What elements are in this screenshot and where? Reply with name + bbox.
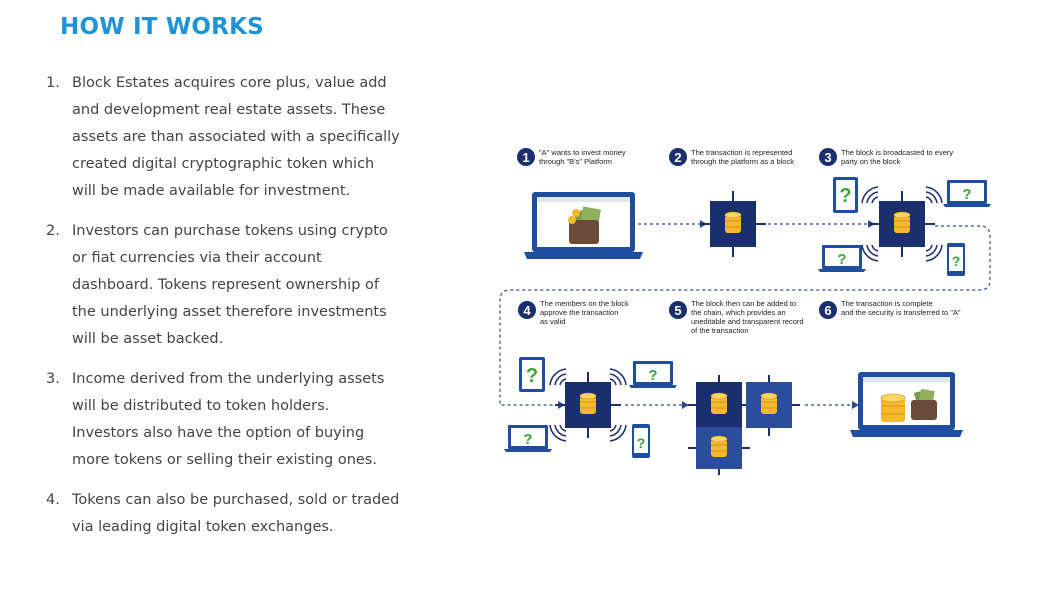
svg-text:6: 6: [824, 303, 831, 318]
approve-block-icon: [555, 372, 621, 438]
tablet-icon: ?: [519, 357, 545, 392]
laptop-icon: ?: [629, 361, 677, 388]
list-item-text: Block Estates acquires core plus, value …: [72, 75, 400, 199]
list-item-text: Investors can purchase tokens using cryp…: [72, 223, 388, 347]
list-item: 4. Tokens can also be purchased, sold or …: [0, 487, 400, 541]
svg-text:?: ?: [523, 431, 532, 448]
broadcast-block-icon: [869, 191, 935, 257]
tablet-icon: ?: [833, 177, 858, 213]
list-item: 1. Block Estates acquires core plus, valu…: [0, 70, 400, 205]
page-title: HOW IT WORKS: [60, 14, 264, 40]
svg-text:3: 3: [824, 150, 831, 165]
svg-text:2: 2: [674, 150, 681, 165]
list-item-number: 3.: [46, 371, 60, 387]
laptop-icon: ?: [943, 180, 991, 207]
svg-text:?: ?: [648, 367, 657, 384]
list-item-number: 4.: [46, 492, 60, 508]
list-item-number: 1.: [46, 75, 60, 91]
svg-text:5: 5: [674, 303, 681, 318]
list-item: 3. Income derived from the underlying ass…: [0, 366, 400, 474]
svg-text:?: ?: [526, 365, 538, 387]
svg-text:?: ?: [837, 251, 846, 268]
svg-text:?: ?: [952, 253, 961, 269]
phone-icon: ?: [947, 243, 965, 276]
svg-text:?: ?: [839, 185, 851, 207]
chain-icon: [688, 375, 800, 475]
svg-text:4: 4: [523, 303, 531, 318]
list-item-text: Income derived from the underlying asset…: [72, 371, 385, 468]
svg-text:1: 1: [522, 150, 529, 165]
steps-list: 1. Block Estates acquires core plus, valu…: [0, 70, 400, 554]
list-item-text: Tokens can also be purchased, sold or tr…: [72, 492, 400, 535]
laptop-icon: ?: [818, 245, 866, 272]
svg-text:?: ?: [962, 186, 971, 203]
laptop-coins-wallet-icon: [850, 372, 963, 437]
svg-text:?: ?: [637, 435, 646, 451]
laptop-icon: ?: [504, 425, 552, 452]
phone-icon: ?: [632, 424, 650, 458]
list-item-number: 2.: [46, 223, 60, 239]
list-item: 2. Investors can purchase tokens using cr…: [0, 218, 400, 353]
block-icon: [700, 191, 766, 257]
laptop-wallet-icon: [524, 192, 643, 259]
